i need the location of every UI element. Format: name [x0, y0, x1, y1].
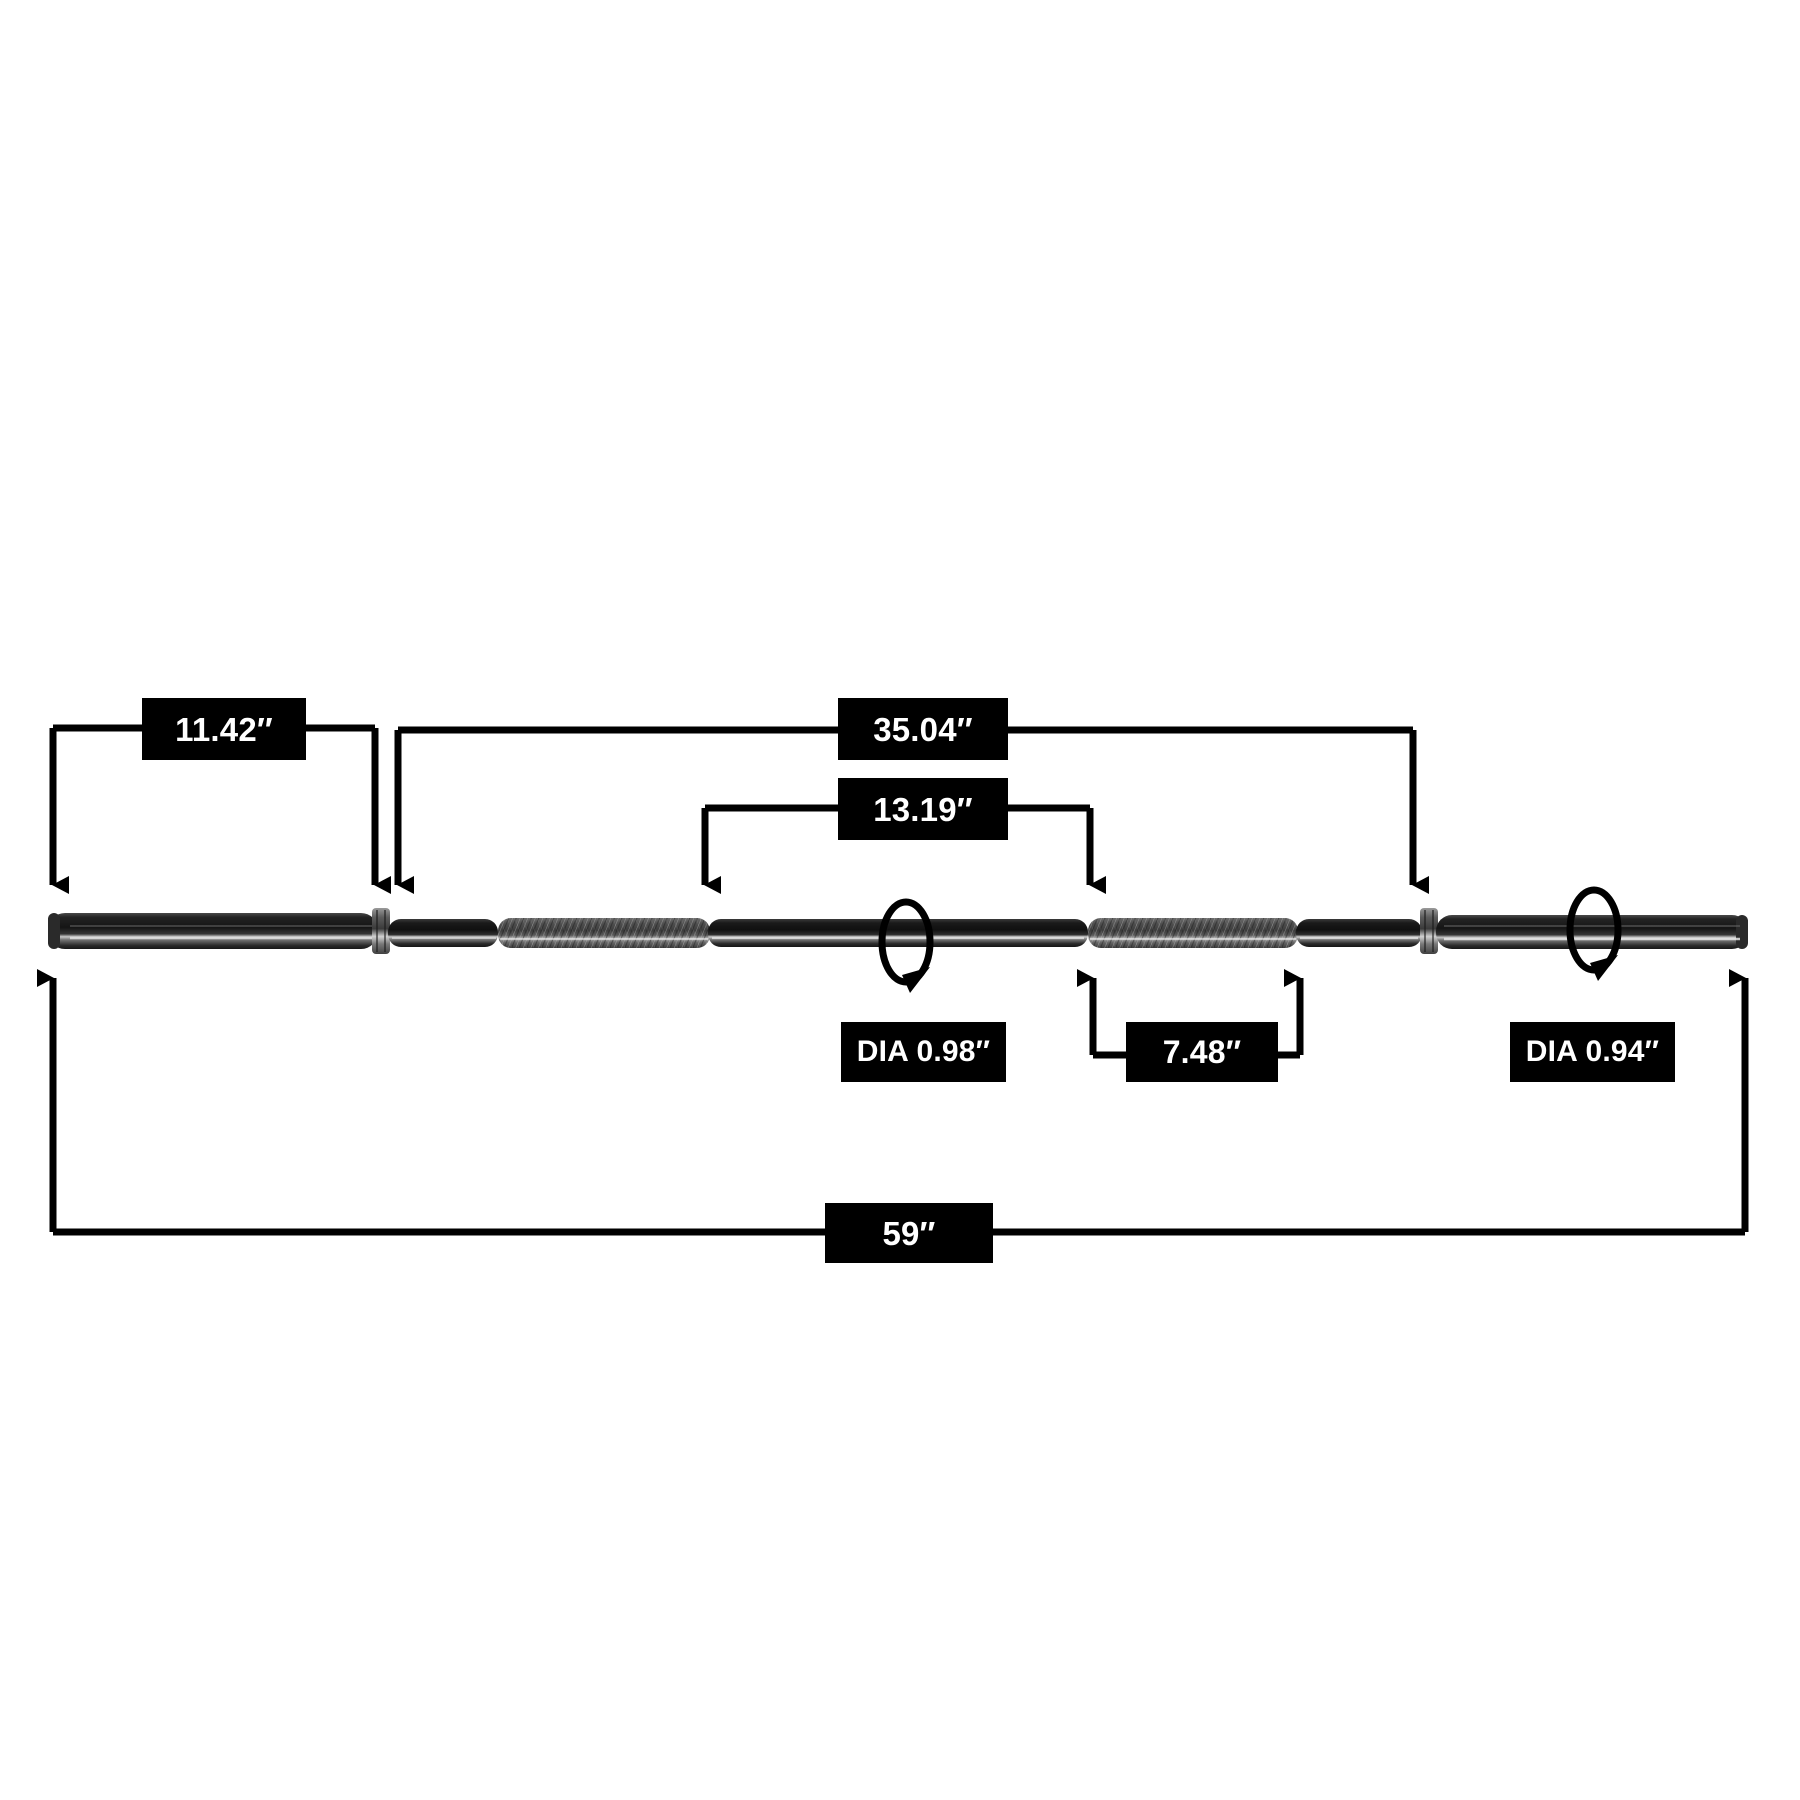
leader-overall-length — [37, 969, 1749, 1236]
rotation-arrow-right-icon — [1566, 886, 1622, 981]
dimension-value-sleeve-length: 11.42″ — [175, 710, 273, 748]
right-collar-ring — [1420, 908, 1438, 954]
left-knurl-section — [498, 918, 710, 948]
right-sleeve — [1436, 915, 1748, 949]
barbell-illustration — [48, 886, 1748, 993]
dimension-label-knurl-to-center: 13.19″ — [838, 778, 1008, 840]
dimension-value-inside-collar-span: 35.04″ — [873, 710, 973, 748]
dimension-label-center-knurl-length: 7.48″ — [1126, 1022, 1278, 1082]
dimension-label-overall-length: 59″ — [825, 1203, 993, 1263]
dimension-label-inside-collar-span: 35.04″ — [838, 698, 1008, 760]
dimension-label-sleeve-diameter: DIA 0.94″ — [1510, 1022, 1675, 1082]
center-knurl-section — [1088, 918, 1298, 948]
dimension-value-shaft-diameter: DIA 0.98″ — [856, 1035, 991, 1068]
bar-shaft-middle-right — [1296, 919, 1422, 947]
dimension-value-knurl-to-center: 13.19″ — [873, 790, 973, 828]
bar-shaft-middle-left — [708, 919, 1088, 947]
dimension-label-shaft-diameter: DIA 0.98″ — [841, 1022, 1006, 1082]
dimension-label-sleeve-length: 11.42″ — [142, 698, 306, 760]
rotation-arrow-left-icon — [878, 898, 934, 993]
left-sleeve — [48, 913, 378, 949]
bar-shaft-left — [388, 919, 498, 947]
dimension-value-sleeve-diameter: DIA 0.94″ — [1525, 1035, 1660, 1068]
dimension-value-overall-length: 59″ — [882, 1214, 936, 1252]
dimension-value-center-knurl-length: 7.48″ — [1162, 1034, 1242, 1070]
left-collar-ring — [372, 908, 390, 954]
